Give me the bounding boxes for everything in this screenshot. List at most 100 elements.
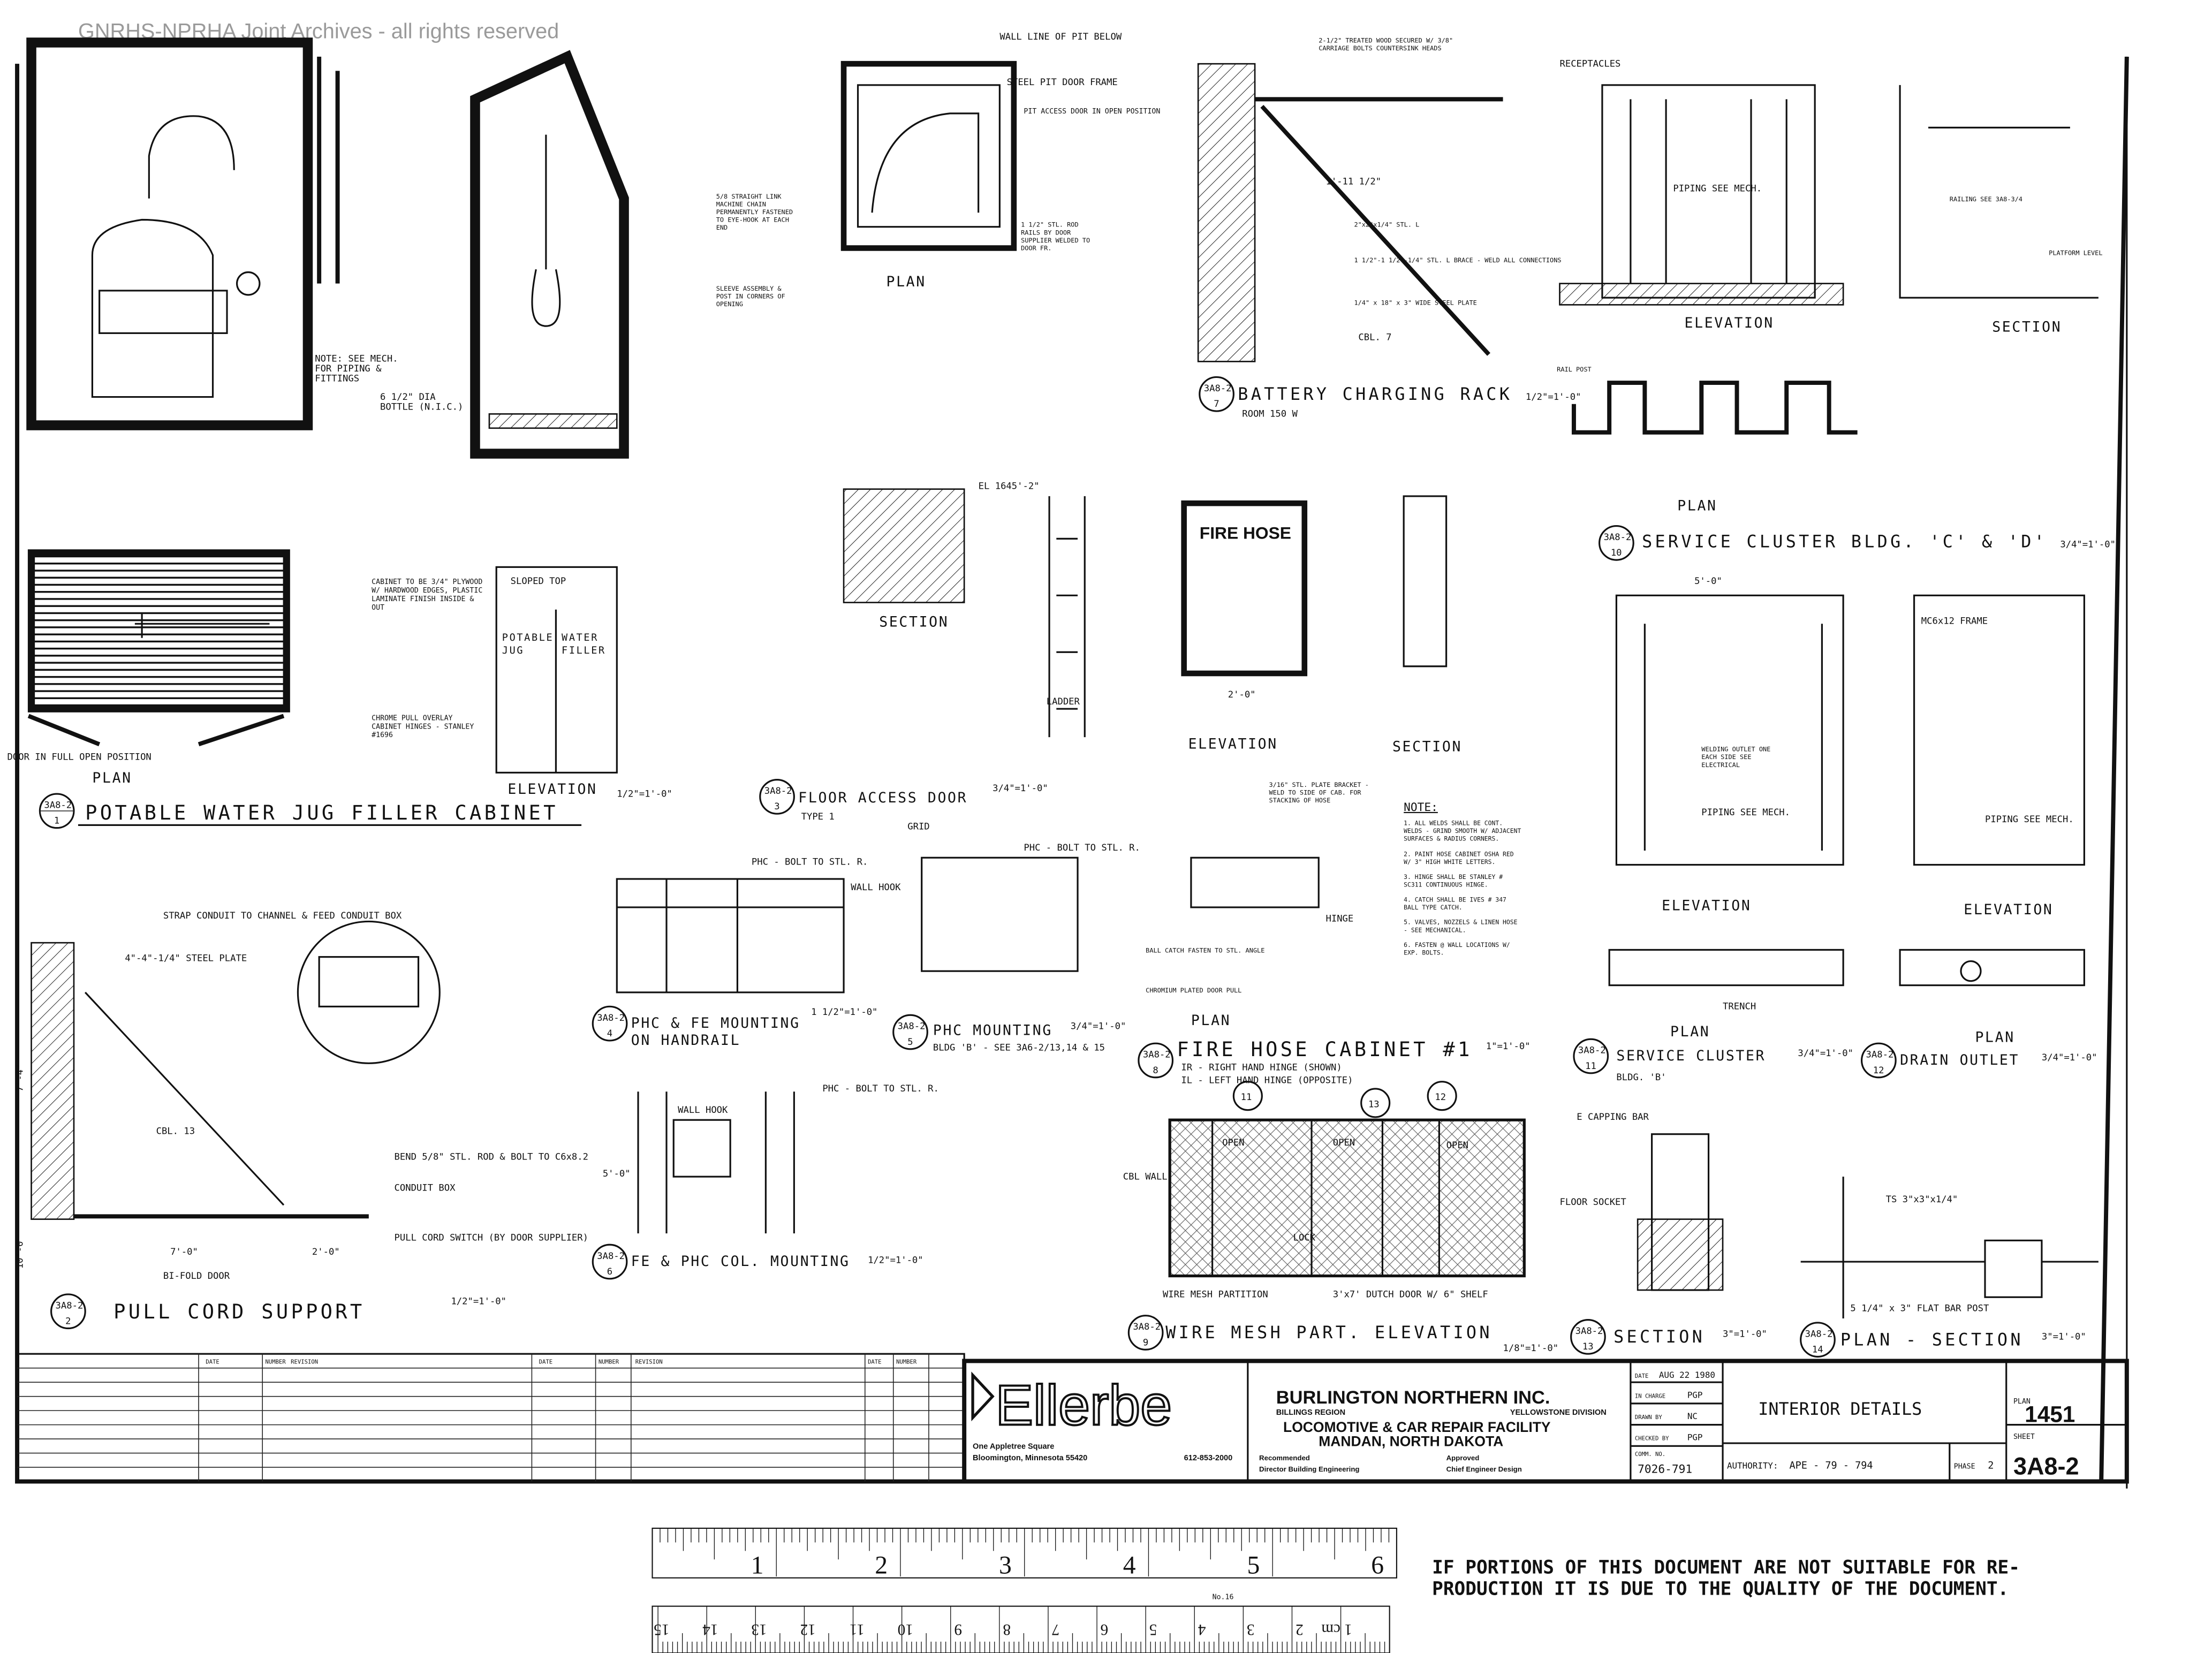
tube-section (1984, 1239, 2043, 1298)
trench-label: TRENCH (1723, 1002, 1756, 1012)
detail-scale: 3/4"=1'-0" (2060, 539, 2116, 550)
detail-14-plan-section: TS 3"x3"x1/4" 5 1/4" x 3" FLAT BAR POST … (1800, 1177, 2099, 1358)
detail-sheet-ref: 3A8-2 (1604, 532, 1632, 543)
view-label-plan: PLAN (1677, 497, 1717, 514)
view-label-section: SECTION (1992, 319, 2062, 336)
drawn-by-label: DRAWN BY (1635, 1414, 1663, 1421)
inch-label: 1 (751, 1552, 764, 1580)
ruler-maker: No.16 (1213, 1593, 1234, 1601)
chrome-pull-note: CHROME PULL OVERLAY CABINET HINGES - STA… (372, 714, 478, 739)
ladder-label: LADDER (1047, 696, 1080, 707)
inch-ticks (652, 1528, 1397, 1576)
phase-value: 2 (1988, 1460, 1994, 1472)
detail-9-wire-mesh-partition: 11 13 12 OPEN OPEN OPEN CBL WALL WIRE ME… (1123, 1081, 1558, 1354)
detail-10-service-cluster-c-d: RECEPTACLES PIPING SEE MECH. RAILING SEE… (1557, 58, 2116, 561)
detail-number: 1 (54, 816, 59, 826)
view-label-elevation: ELEVATION (507, 781, 597, 798)
comm-no-value: 7026-791 (1638, 1462, 1692, 1476)
door-swing-arc (871, 112, 980, 213)
detail-scale: 3/4"=1'-0" (1798, 1048, 1853, 1059)
view-label-elevation: ELEVATION (1188, 735, 1278, 752)
detail-number: 3 (774, 801, 779, 812)
detail-scale: 1"=1'-0" (1486, 1041, 1531, 1052)
rev-col-number: NUMBER (896, 1359, 917, 1366)
detail-bubble (1860, 1042, 1897, 1079)
drawn-by-value: NC (1687, 1411, 1698, 1421)
detail-number: 2 (65, 1316, 71, 1327)
inch-label: 5 (1247, 1552, 1260, 1580)
approved-by: Chief Engineer Design (1446, 1465, 1522, 1473)
slatted-base (488, 413, 618, 429)
floor-socket (1637, 1218, 1724, 1291)
platform-level-label: PLATFORM LEVEL (2049, 249, 2102, 257)
plan-label: PLAN (2013, 1398, 2031, 1406)
title-block-frame (962, 1359, 2129, 1484)
rev-col-revision: REVISION (635, 1359, 663, 1366)
cm-label: 13 (751, 1621, 767, 1638)
date-label: DATE (1635, 1373, 1648, 1379)
detail-number: 7 (1214, 399, 1219, 410)
detail-subtitle: ON HANDRAIL (631, 1032, 740, 1049)
detail-sheet-ref: 3A8-2 (1143, 1050, 1171, 1060)
valve-handle (236, 271, 261, 296)
detail-number: 13 (1582, 1341, 1594, 1352)
detail-number: 6 (607, 1267, 612, 1277)
water-filler-label: WATER FILLER (562, 632, 606, 656)
bend-rod-note: BEND 5/8" STL. ROD & BOLT TO C6x8.2 (395, 1151, 589, 1162)
cm-label: 8 (1003, 1621, 1011, 1638)
note-item: 2. PAINT HOSE CABINET OSHA RED W/ 3" HIG… (1404, 851, 1517, 866)
cm-label: 15 (654, 1621, 669, 1638)
detail-scale: 1/2"=1'-0" (617, 788, 672, 799)
detail-title: FE & PHC COL. MOUNTING (631, 1253, 850, 1270)
detail-sheet-ref: 3A8-2 (1866, 1050, 1894, 1060)
detail-title: FLOOR ACCESS DOOR (798, 790, 967, 806)
rod-rails-note: 1 1/2" STL. ROD RAILS BY DOOR SUPPLIER W… (1021, 221, 1094, 252)
elevation-mark: EL 1645'-2" (979, 481, 1040, 492)
detail-number: 11 (1585, 1061, 1596, 1072)
detail-bubble (892, 1014, 928, 1050)
detail-title: SERVICE CLUSTER BLDG. 'C' & 'D' (1642, 532, 2047, 551)
detail-scale: 1/2"=1'-0" (868, 1255, 923, 1266)
detail-bubble (1199, 376, 1234, 412)
detail-4-phc-fe-mounting-handrail: PHC - BOLT TO STL. R. WALL HOOK 3A8-2 4 … (592, 857, 901, 1049)
rev-col-date: DATE (539, 1359, 552, 1366)
inch-label: 3 (999, 1552, 1012, 1580)
detail-subtitle: TYPE 1 (801, 812, 835, 822)
dim-2-0: 2'-0" (1228, 689, 1256, 700)
handrail-elevation (616, 878, 845, 994)
cm-label: 7 (1052, 1621, 1060, 1638)
detail-title: FIRE HOSE CABINET #1 (1177, 1038, 1472, 1061)
detail-bubble (1800, 1322, 1836, 1358)
open-label: OPEN (1222, 1138, 1244, 1148)
section-pipe (531, 134, 561, 327)
cm-label: 4 (1198, 1621, 1206, 1638)
fire-hose-sign: FIRE HOSE (1200, 523, 1291, 542)
detail-bubble (592, 1005, 628, 1042)
mesh-partition-elevation (1168, 1118, 1526, 1278)
wall-line-note: WALL LINE OF PIT BELOW (999, 32, 1122, 42)
capping-bar-label: E CAPPING BAR (1577, 1112, 1649, 1123)
piping-note: PIPING SEE MECH. (1673, 184, 1762, 194)
piping (1630, 99, 1787, 284)
detail-sheet-ref: 3A8-2 (1805, 1329, 1833, 1339)
cm-label: 3 (1247, 1621, 1255, 1638)
comm-no-label: COMM. NO. (1635, 1451, 1665, 1458)
authority-label: AUTHORITY: (1727, 1461, 1778, 1471)
detail-3-floor-access-door: WALL LINE OF PIT BELOW STEEL PIT DOOR FR… (716, 32, 1461, 822)
partition-posts (1211, 1120, 1440, 1276)
detail-sheet-ref: 3A8-2 (44, 800, 72, 811)
open-door-swing (27, 714, 285, 747)
detail-title: WIRE MESH PART. ELEVATION (1165, 1323, 1493, 1343)
detail-scale: 3/4"=1'-0" (1071, 1021, 1126, 1032)
detail-title: SERVICE CLUSTER (1616, 1048, 1766, 1064)
bracket-note: 3/16" STL. PLATE BRACKET - WELD TO SIDE … (1269, 781, 1373, 804)
rev-col-revision: REVISION (291, 1359, 318, 1366)
firm-address-line-1: One Appletree Square (973, 1443, 1054, 1451)
dim-7-4: 7'-4" (15, 1064, 26, 1091)
detail-bubble (1599, 525, 1634, 561)
phase-label: PHASE (1954, 1463, 1975, 1471)
phc-bolt-note: PHC - BOLT TO STL. R. (1024, 843, 1140, 853)
wall-hook-label: WALL HOOK (851, 882, 901, 893)
grid-bubble (1427, 1081, 1457, 1111)
diagonal-rod (85, 991, 285, 1206)
